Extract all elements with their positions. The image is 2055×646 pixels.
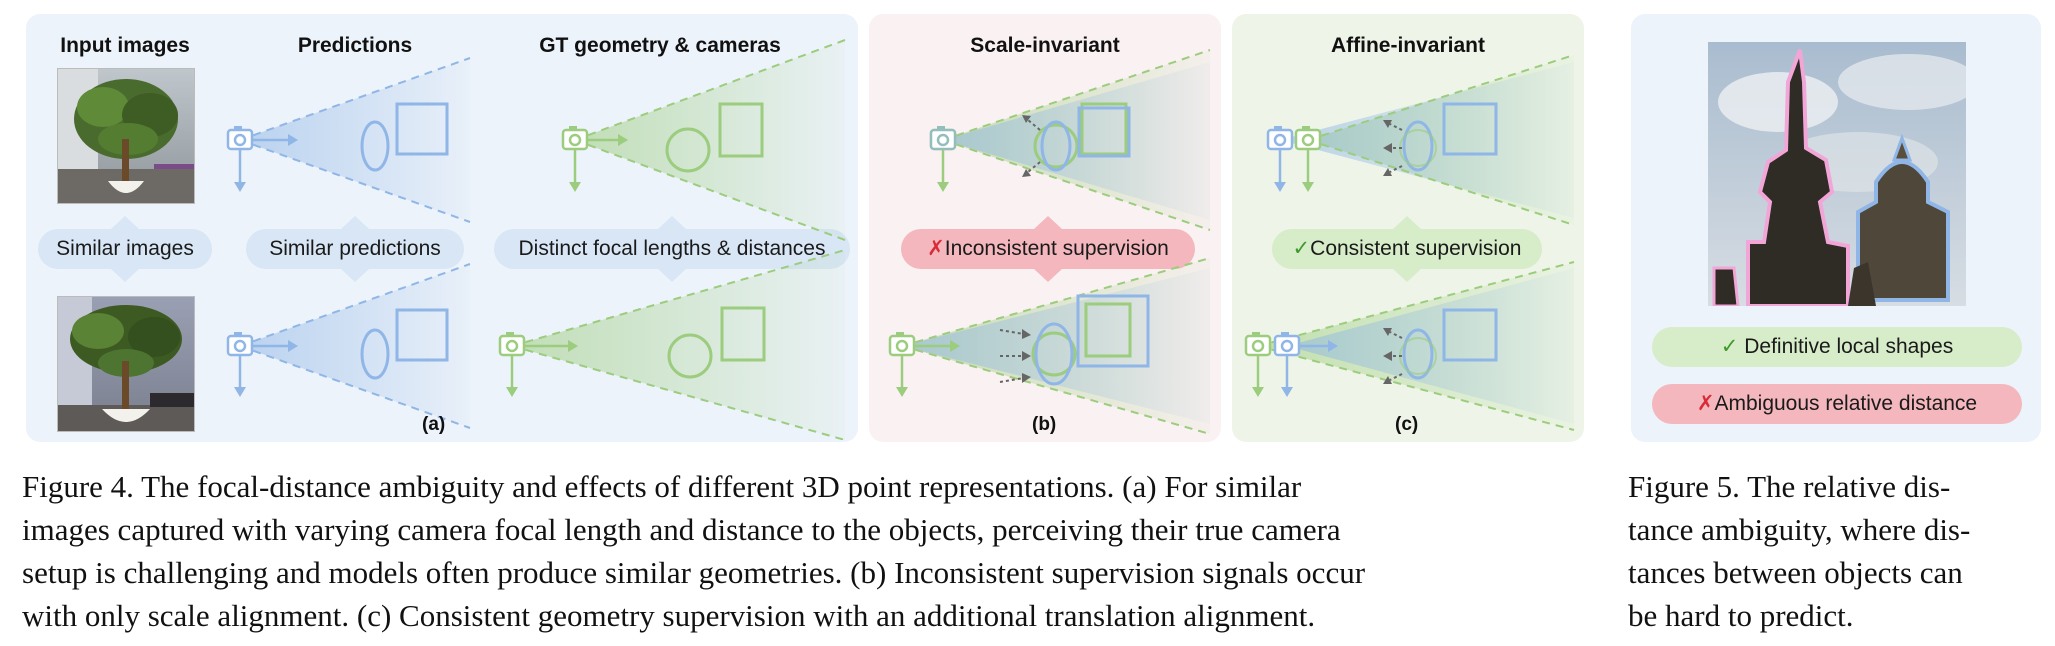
- pill-similar-predictions: Similar predictions: [246, 229, 464, 269]
- heading-predictions: Predictions: [297, 34, 413, 57]
- sublabel-c: (c): [1395, 414, 1419, 435]
- caption-line: Figure 5. The relative dis-: [1628, 469, 1951, 504]
- gt-top: [561, 39, 846, 241]
- heading-scale-invariant: Scale-invariant: [970, 34, 1120, 57]
- pill-notch: [341, 269, 369, 282]
- scale-bottom: [888, 257, 1211, 435]
- pill-notch: [1393, 269, 1421, 282]
- pill-notch: [658, 216, 686, 229]
- pill-definitive-text: Definitive local shapes: [1744, 335, 1954, 358]
- heading-affine-invariant: Affine-invariant: [1330, 34, 1485, 57]
- statue-photo: [1708, 42, 1966, 306]
- caption-line: tance ambiguity, where dis-: [1628, 512, 1971, 547]
- gt-bottom: [498, 249, 846, 440]
- pill-notch: [111, 216, 139, 229]
- check-icon: ✓: [1292, 237, 1311, 260]
- pill-consistent-supervision: ✓Consistent supervision: [1272, 229, 1542, 269]
- pill-ambiguous-text: Ambiguous relative distance: [1714, 392, 1978, 415]
- caption-line: with only scale alignment. (c) Consisten…: [22, 598, 1316, 633]
- check-icon: ✓: [1720, 335, 1739, 358]
- prediction-top: [226, 57, 471, 223]
- caption-line: images captured with varying camera foca…: [22, 512, 1341, 547]
- prediction-bottom: [226, 263, 471, 429]
- pill-notch: [341, 216, 369, 229]
- input-image-top: [57, 68, 195, 204]
- pill-notch: [658, 269, 686, 282]
- cross-icon: ✗: [1696, 392, 1715, 415]
- caption-line: tances between objects can: [1628, 555, 1963, 590]
- pill-similar-images: Similar images: [38, 229, 212, 269]
- pill-notch: [1034, 269, 1062, 282]
- pill-notch: [1393, 216, 1421, 229]
- pill-ambiguous-relative-distance: ✗Ambiguous relative distance: [1652, 384, 2022, 424]
- caption-line: Figure 4. The focal-distance ambiguity a…: [22, 469, 1302, 504]
- affine-bottom: [1244, 261, 1575, 431]
- figure5-caption: Figure 5. The relative dis- tance ambigu…: [1628, 465, 2048, 637]
- pill-notch: [1034, 216, 1062, 229]
- figure4-caption: Figure 4. The focal-distance ambiguity a…: [22, 465, 1612, 637]
- pill-definitive-local-shapes: ✓ Definitive local shapes: [1652, 327, 2022, 367]
- sublabel-b: (b): [1032, 414, 1057, 435]
- pill-notch: [111, 269, 139, 282]
- pill-inconsistent-supervision: ✗Inconsistent supervision: [901, 229, 1195, 269]
- camera-diagrams: [226, 39, 1575, 440]
- heading-gt-geometry: GT geometry & cameras: [539, 34, 781, 57]
- caption-line: setup is challenging and models often pr…: [22, 555, 1366, 590]
- caption-line: be hard to predict.: [1628, 598, 1854, 633]
- input-image-bottom: [57, 296, 195, 432]
- pill-consistent-text: Consistent supervision: [1310, 237, 1522, 260]
- scale-top: [929, 49, 1211, 231]
- pill-inconsistent-text: Inconsistent supervision: [944, 237, 1169, 260]
- sublabel-a: (a): [422, 414, 446, 435]
- pill-distinct-focal: Distinct focal lengths & distances: [494, 229, 850, 269]
- heading-input-images: Input images: [60, 34, 190, 57]
- cross-icon: ✗: [927, 237, 945, 260]
- affine-top: [1266, 54, 1575, 226]
